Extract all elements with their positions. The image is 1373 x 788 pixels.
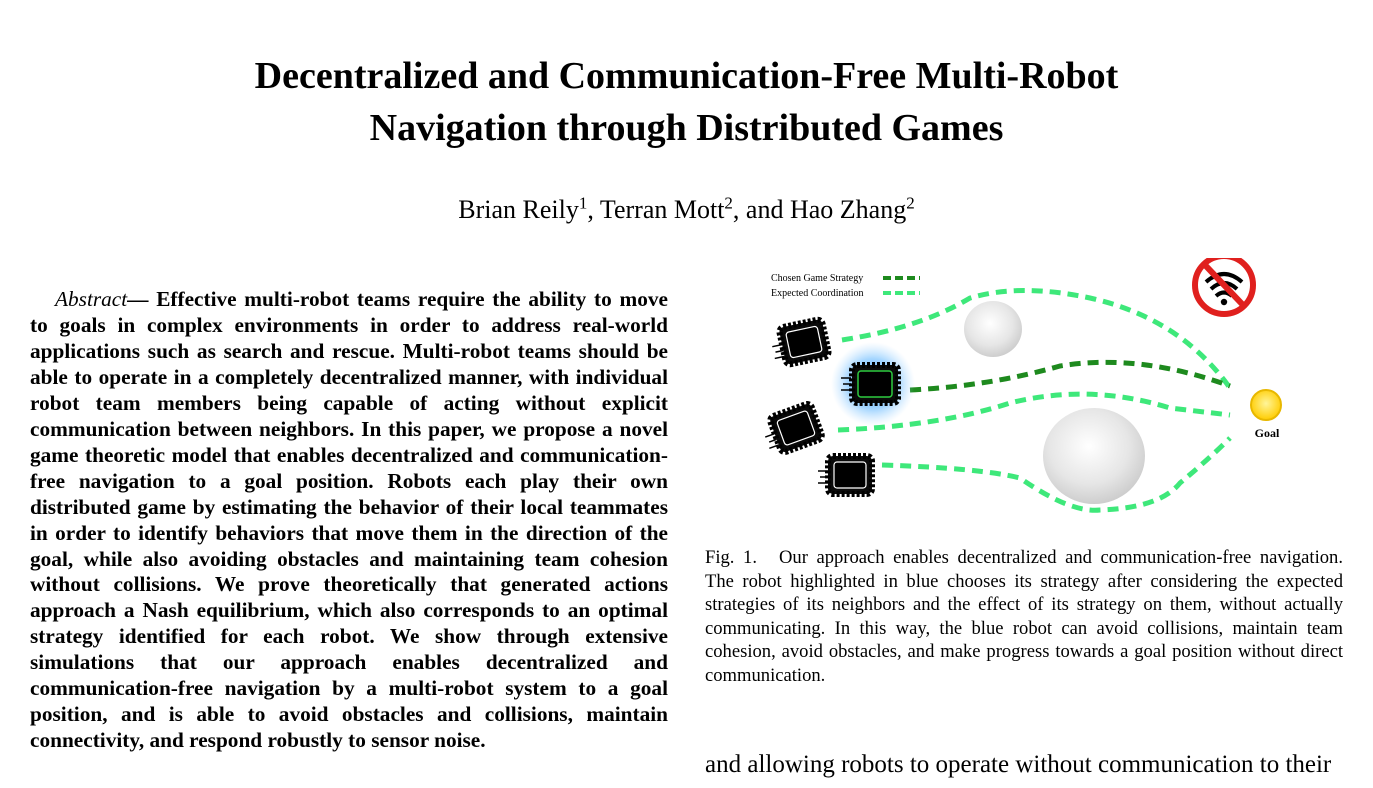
- expected-path-top: [841, 288, 1233, 390]
- figure-legend: Chosen Game Strategy Expected Coordinati…: [771, 273, 920, 299]
- chosen-path: [909, 359, 1231, 393]
- paper-title: Decentralized and Communication-Free Mul…: [0, 50, 1373, 154]
- body-paragraph: and allowing robots to operate without c…: [705, 751, 1332, 778]
- abstract-text: Effective multi-robot teams require the …: [30, 287, 668, 753]
- expected-path-bottom: [881, 436, 1232, 513]
- goal-icon: Goal: [1250, 389, 1282, 440]
- abstract: Abstract— Effective multi-robot teams re…: [30, 287, 668, 754]
- author-separator: ,: [587, 195, 600, 224]
- expected-path-middle: [837, 391, 1231, 433]
- obstacle-small: [964, 301, 1022, 357]
- expected-paths: [837, 288, 1233, 513]
- author-affiliation: 2: [724, 193, 733, 213]
- robot-highlighted: [831, 342, 915, 426]
- robot-icon: [772, 316, 832, 368]
- title-line-2: Navigation through Distributed Games: [369, 107, 1004, 149]
- figure-caption-label: Fig. 1.: [705, 547, 757, 568]
- author-name: Brian Reily: [458, 195, 579, 224]
- figure-caption-text: Our approach enables decentralized and c…: [705, 547, 1343, 686]
- author-list: Brian Reily1, Terran Mott2, and Hao Zhan…: [0, 193, 1373, 225]
- robot-icon: [841, 362, 901, 406]
- abstract-dash: —: [127, 287, 149, 311]
- figure-caption: Fig. 1.Our approach enables decentralize…: [705, 546, 1343, 687]
- author-name: Hao Zhang: [789, 195, 907, 224]
- figure-1-illustration: Chosen Game Strategy Expected Coordinati…: [764, 253, 1282, 513]
- author-affiliation: 1: [578, 193, 588, 213]
- no-wifi-icon: [1192, 253, 1256, 317]
- title-line-1: Decentralized and Communication-Free Mul…: [254, 55, 1119, 97]
- goal-label: Goal: [1255, 426, 1280, 440]
- legend-chosen-label: Chosen Game Strategy: [771, 273, 863, 284]
- author-separator: , and: [732, 195, 790, 224]
- robot-icon: [764, 401, 825, 455]
- robot-icon: [818, 453, 875, 497]
- author-name: Terran Mott: [599, 195, 725, 224]
- author-affiliation: 2: [906, 193, 915, 213]
- abstract-label: Abstract: [55, 287, 128, 311]
- figure-1: Chosen Game Strategy Expected Coordinati…: [760, 253, 1300, 528]
- obstacle-large: [1043, 408, 1145, 504]
- legend-expected-label: Expected Coordination: [771, 288, 863, 299]
